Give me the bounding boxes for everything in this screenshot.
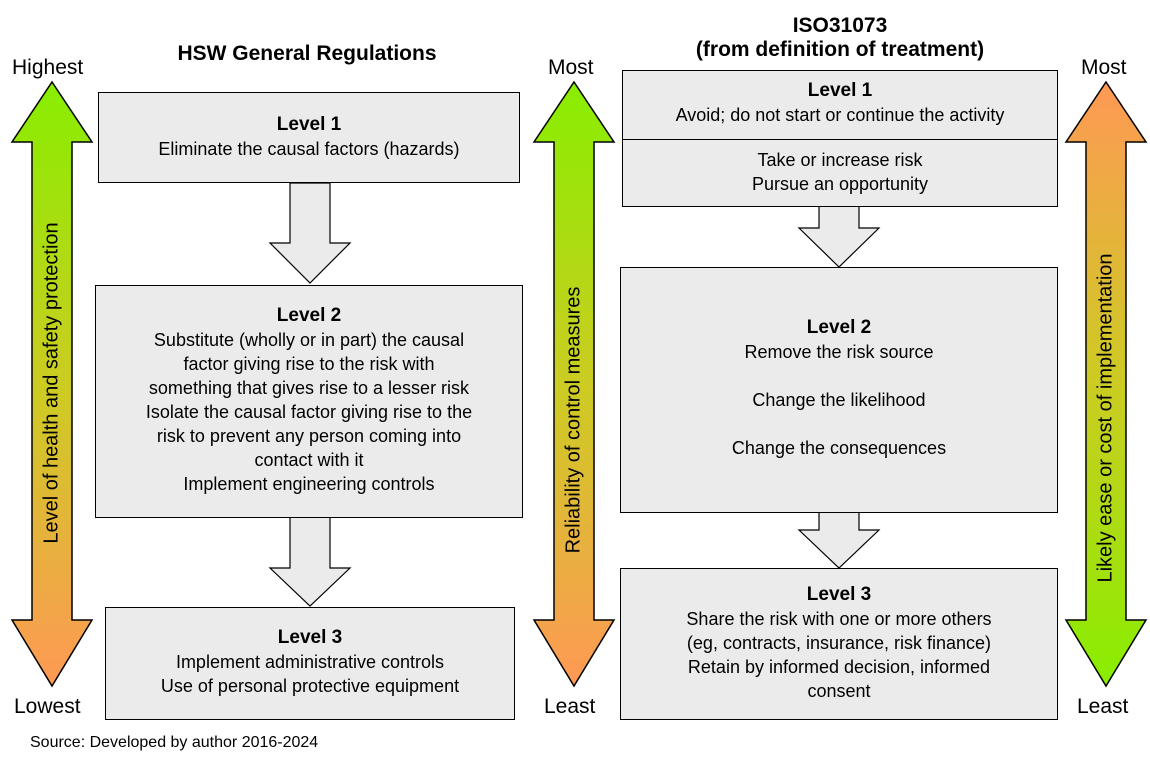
right-scale-bottom: Least [1077,695,1129,718]
left-scale-top: Highest [12,56,84,79]
left-level1-line: Eliminate the causal factors (hazards) [158,139,460,159]
left-double-arrow [10,80,94,688]
right-level3-line: (eg, contracts, insurance, risk finance) [686,633,992,653]
left-level2-box: Level 2 Substitute (wholly or in part) t… [95,285,523,518]
right-level3-title: Level 3 [806,584,872,605]
left-level2-line: something that gives rise to a lesser ri… [148,378,470,398]
left-level3-line: Use of personal protective equipment [160,676,460,696]
right-level1-title: Level 1 [807,80,873,101]
right-level3-line: Retain by informed decision, informed [687,657,991,677]
left-level2-line: contact with it [254,450,364,470]
left-level3-title: Level 3 [277,627,343,648]
left-level3-line: Implement administrative controls [175,652,445,672]
right-level1-line: Avoid; do not start or continue the acti… [675,105,1005,125]
left-flow-arrow-1 [268,182,352,284]
left-level2-line: Implement engineering controls [183,474,435,494]
right-level3-line: consent [807,681,871,701]
right-scale-top: Most [1081,56,1127,79]
left-level1-box: Level 1 Eliminate the causal factors (ha… [98,92,520,183]
left-level2-line: Isolate the causal factor giving rise to… [145,402,473,422]
left-level2-line: factor giving rise to the risk with [183,354,435,374]
left-heading: HSW General Regulations [177,42,437,65]
middle-scale-bottom: Least [544,695,596,718]
right-level3-box: Level 3 Share the risk with one or more … [620,568,1058,720]
right-heading-line2: (from definition of treatment) [695,38,985,61]
source-note: Source: Developed by author 2016-2024 [30,734,319,751]
left-level2-title: Level 2 [276,305,342,326]
right-level2-line: Change the likelihood [752,390,926,410]
right-axis-label: Likely ease or cost of implementation [1094,253,1117,583]
middle-scale-top: Most [548,56,594,79]
middle-axis-label: Reliability of control measures [562,286,585,554]
right-level2-line: Remove the risk source [744,342,934,362]
right-heading: ISO31073 (from definition of treatment) [622,14,1058,62]
left-flow-arrow-2 [268,516,352,607]
left-scale-bottom: Lowest [14,695,81,718]
right-level2-title: Level 2 [806,317,872,338]
right-level2-line: Change the consequences [731,438,947,458]
right-level1-line: Pursue an opportunity [751,174,929,194]
left-level1-title: Level 1 [276,114,342,135]
middle-double-arrow [532,80,616,688]
right-level1-divider [623,139,1057,140]
right-level3-line: Share the risk with one or more others [686,609,992,629]
left-level3-box: Level 3 Implement administrative control… [105,607,515,720]
left-level2-line: Substitute (wholly or in part) the causa… [153,330,465,350]
right-flow-arrow-2 [797,511,881,569]
left-axis-label: Level of health and safety protection [40,222,63,544]
left-level2-line: risk to prevent any person coming into [156,426,462,446]
right-level1-box: Level 1 Avoid; do not start or continue … [622,70,1058,207]
right-level1-line: Take or increase risk [757,150,923,170]
right-heading-line1: ISO31073 [792,14,888,37]
right-flow-arrow-1 [797,205,881,268]
right-double-arrow [1064,80,1148,688]
right-level2-box: Level 2 Remove the risk source Change th… [620,267,1058,513]
